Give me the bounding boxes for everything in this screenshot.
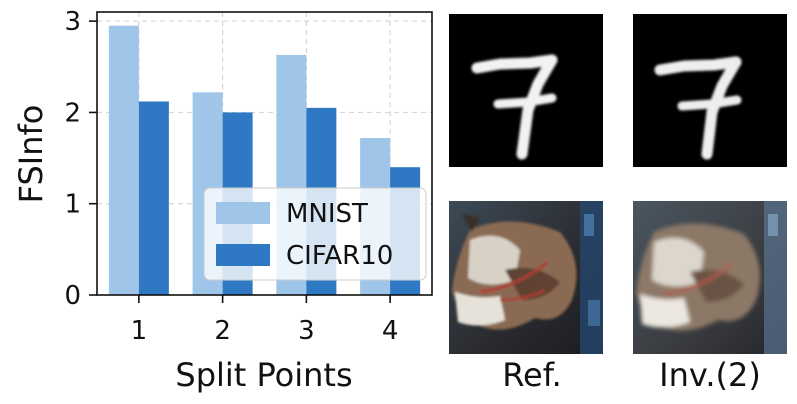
ref-caption: Ref. — [502, 356, 562, 394]
image-grid: Ref. Inv.(2) — [449, 14, 787, 394]
cifar10-reference-image — [449, 201, 603, 354]
legend-label-cifar10: CIFAR10 — [286, 241, 393, 271]
x-ticks: 1 2 3 4 — [131, 295, 399, 346]
legend-swatch-mnist — [216, 202, 270, 224]
y-tick-label: 2 — [64, 98, 81, 128]
x-tick-label: 3 — [298, 316, 315, 346]
bar-chart: 0 1 2 3 1 2 3 4 Split Points FSInfo MNIST CIFA… — [12, 7, 433, 394]
plot-frame — [96, 11, 433, 296]
mnist-reference-image — [449, 14, 603, 167]
y-tick-label: 1 — [64, 190, 81, 220]
x-tick-label: 2 — [214, 316, 231, 346]
legend-swatch-cifar10 — [216, 244, 270, 266]
x-axis-label: Split Points — [175, 356, 352, 394]
bar-mnist-1 — [108, 25, 139, 296]
x-tick-label: 4 — [382, 316, 399, 346]
y-tick-label: 0 — [64, 281, 81, 311]
x-tick-label: 1 — [131, 316, 148, 346]
inv-caption: Inv.(2) — [659, 356, 761, 394]
y-axis-label: FSInfo — [12, 105, 50, 204]
cifar10-inverted-image — [633, 201, 787, 354]
mnist-inverted-image — [633, 14, 787, 167]
y-ticks: 0 1 2 3 — [64, 7, 97, 311]
bar-cifar10-1 — [138, 101, 169, 296]
y-tick-label: 3 — [64, 7, 81, 37]
legend-label-mnist: MNIST — [286, 199, 368, 229]
legend: MNIST CIFAR10 — [203, 187, 427, 281]
